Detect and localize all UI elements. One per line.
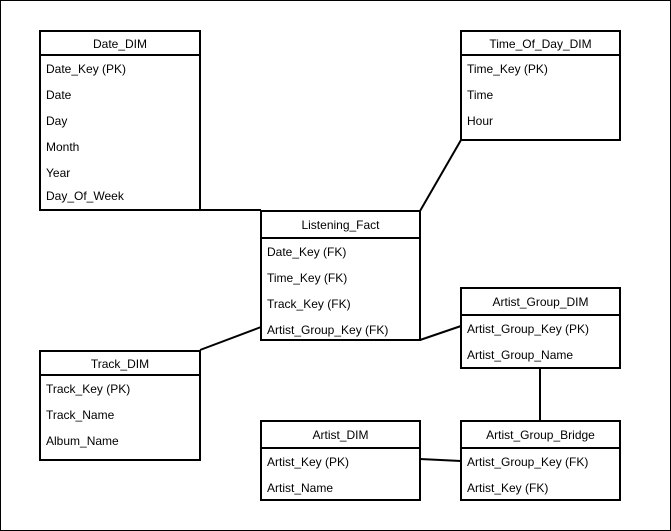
- entity-title: Artist_Group_Bridge: [462, 422, 619, 449]
- field-row: Track_Key (PK): [46, 382, 131, 396]
- field-row: Date_Key (PK): [46, 62, 127, 76]
- field-row: Year: [46, 166, 71, 180]
- entity-time-of-day-dim[interactable]: Time_Of_Day_DIM Time_Key (PK) Time Hour: [460, 30, 621, 141]
- field-row: Artist_Group_Key (FK): [267, 323, 389, 337]
- link-fact-artistgroup: [419, 325, 462, 341]
- entity-listening-fact[interactable]: Listening_Fact Date_Key (FK) Time_Key (F…: [260, 210, 421, 341]
- entity-title: Listening_Fact: [262, 212, 419, 239]
- field-row: Track_Name: [46, 408, 115, 422]
- field-row: Month: [46, 140, 80, 154]
- field-row: Time_Key (FK): [267, 271, 348, 285]
- link-track-fact: [199, 326, 262, 351]
- entity-artist-group-dim[interactable]: Artist_Group_DIM Artist_Group_Key (PK) A…: [460, 287, 621, 369]
- entity-title: Artist_DIM: [262, 422, 419, 449]
- entity-title: Track_DIM: [41, 352, 199, 376]
- field-row: Artist_Group_Name: [467, 348, 574, 362]
- field-row: Day_Of_Week: [46, 189, 124, 203]
- link-time-fact: [419, 139, 462, 212]
- field-row: Artist_Key (FK): [467, 481, 549, 495]
- link-artist-bridge: [419, 458, 462, 462]
- field-row: Hour: [467, 114, 494, 128]
- entity-track-dim[interactable]: Track_DIM Track_Key (PK) Track_Name Albu…: [39, 350, 201, 461]
- field-row: Album_Name: [46, 434, 119, 448]
- field-row: Artist_Name: [267, 481, 334, 495]
- field-row: Day: [46, 114, 68, 128]
- field-row: Time: [467, 88, 494, 102]
- entity-artist-group-bridge[interactable]: Artist_Group_Bridge Artist_Group_Key (FK…: [460, 420, 621, 501]
- field-row: Time_Key (PK): [467, 62, 548, 76]
- entity-title: Time_Of_Day_DIM: [462, 32, 619, 56]
- field-row: Artist_Group_Key (FK): [467, 455, 589, 469]
- entity-title: Artist_Group_DIM: [462, 289, 619, 316]
- entity-date-dim[interactable]: Date_DIM Date_Key (PK) Date Day Month Ye…: [39, 30, 201, 211]
- field-row: Date_Key (FK): [267, 245, 347, 259]
- field-row: Artist_Group_Key (PK): [467, 322, 590, 336]
- entity-artist-dim[interactable]: Artist_DIM Artist_Key (PK) Artist_Name: [260, 420, 421, 501]
- field-row: Date: [46, 88, 72, 102]
- field-row: Track_Key (FK): [267, 297, 351, 311]
- field-row: Artist_Key (PK): [267, 455, 350, 469]
- entity-title: Date_DIM: [41, 32, 199, 56]
